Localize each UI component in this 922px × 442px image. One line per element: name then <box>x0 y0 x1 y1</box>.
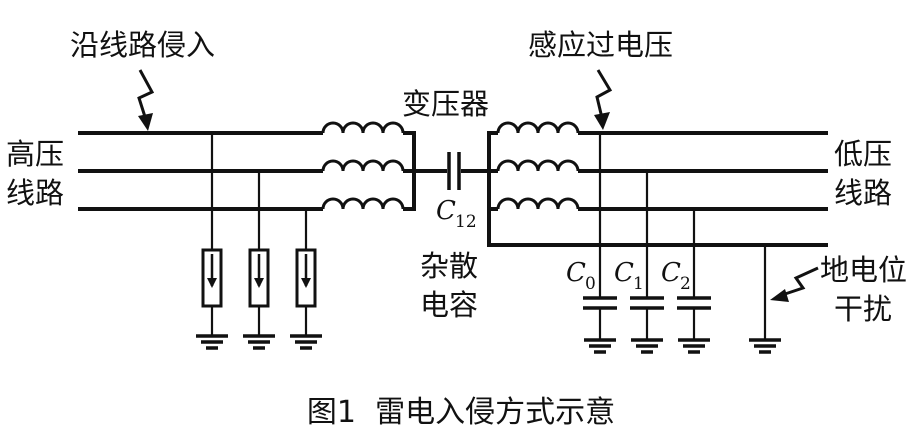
svg-text:0: 0 <box>585 274 596 294</box>
capacitor-c1 <box>628 296 666 310</box>
arrester-3 <box>295 248 317 308</box>
svg-text:1: 1 <box>633 274 644 294</box>
lightning-bolt-icon <box>137 69 155 131</box>
label-c0: C 0 <box>566 258 596 294</box>
surge-arresters <box>194 133 324 350</box>
lightning-bolt-icon <box>770 266 819 302</box>
label-stray: 杂散 <box>420 249 478 283</box>
low-voltage-lines <box>489 131 828 247</box>
label-c12: C 12 <box>436 196 477 232</box>
label-transformer: 变压器 <box>402 87 489 121</box>
secondary-winding <box>496 121 580 211</box>
arrester-1 <box>201 248 223 308</box>
svg-text:12: 12 <box>455 212 477 232</box>
label-interference: 干扰 <box>834 292 892 326</box>
svg-text:C: C <box>614 258 634 288</box>
svg-text:C: C <box>436 196 456 226</box>
label-high-voltage: 高压 <box>6 137 64 171</box>
svg-text:2: 2 <box>680 274 691 294</box>
label-low-voltage: 低压 <box>834 137 892 171</box>
label-c2: C 2 <box>661 258 691 294</box>
ground-icon <box>676 338 712 354</box>
arrester-2 <box>248 248 270 308</box>
svg-text:C: C <box>661 258 681 288</box>
capacitor-c2 <box>675 296 713 310</box>
stray-capacitor-c12 <box>447 152 461 190</box>
high-voltage-lines <box>78 131 323 211</box>
ground-icon <box>747 338 783 354</box>
label-induced-overvoltage: 感应过电压 <box>528 28 673 62</box>
label-low-voltage-line: 线路 <box>834 176 892 210</box>
ground-icon <box>582 338 618 354</box>
lv-capacitors <box>581 133 713 354</box>
figure-caption: 图1 雷电入侵方式示意 <box>307 395 615 430</box>
ground-icon <box>629 338 665 354</box>
ground-icon <box>241 334 277 350</box>
label-c1: C 1 <box>614 258 644 294</box>
lightning-bolt-icon <box>594 69 613 130</box>
svg-text:C: C <box>566 258 586 288</box>
label-high-voltage-line: 线路 <box>6 176 64 210</box>
label-line-intrusion: 沿线路侵入 <box>70 28 215 62</box>
ground-icon <box>194 334 230 350</box>
capacitor-c0 <box>581 296 619 310</box>
label-capacitance: 电容 <box>420 288 478 322</box>
primary-winding <box>321 121 405 211</box>
label-ground-potential: 地电位 <box>820 253 907 287</box>
ground-icon <box>288 334 324 350</box>
